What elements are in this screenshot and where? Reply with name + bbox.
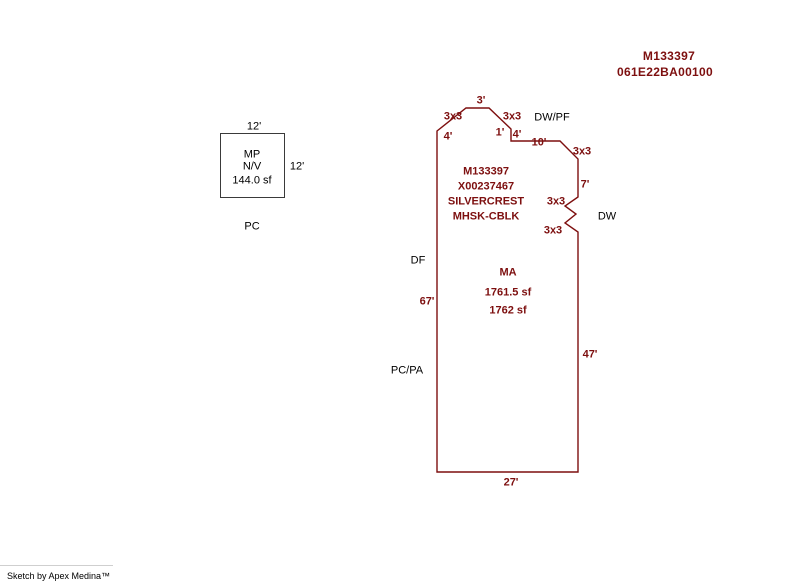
feature-df: DF — [410, 254, 426, 267]
dim-3x3-notch-top: 3x3 — [546, 195, 566, 208]
dim-3x3-top-left: 3x3 — [443, 110, 463, 123]
mp-dim-top: 12' — [246, 120, 262, 133]
dim-3x3-right-corner: 3x3 — [572, 145, 592, 158]
feature-pc-pa: PC/PA — [390, 364, 424, 377]
mp-value: N/V — [242, 160, 262, 173]
mp-name: MP — [243, 148, 261, 161]
mp-area: 144.0 sf — [232, 174, 272, 187]
dim-1ft-step: 1' — [495, 126, 505, 139]
mp-structure-outline — [220, 133, 285, 198]
dim-27ft-bottom: 27' — [503, 476, 519, 489]
feature-dw: DW — [597, 210, 617, 223]
footer-divider — [0, 565, 113, 566]
dim-3ft-top: 3' — [476, 94, 486, 107]
dim-3x3-top-right: 3x3 — [502, 110, 522, 123]
feature-dw-pf: DW/PF — [534, 111, 570, 124]
main-model: MHSK-CBLK — [452, 210, 520, 223]
main-id: M133397 — [463, 165, 509, 178]
dim-3x3-notch-bottom: 3x3 — [543, 224, 563, 237]
header-id-line2: 061E22BA00100 — [617, 65, 713, 79]
mp-dim-right: 12' — [289, 160, 305, 173]
main-make: SILVERCREST — [447, 195, 525, 208]
main-area-code: MA — [499, 266, 517, 279]
main-serial: X00237467 — [457, 180, 515, 193]
mp-site-label: PC — [244, 220, 260, 233]
dim-4ft-step: 4' — [512, 128, 522, 141]
main-structure-outline — [436, 107, 579, 473]
dim-47ft-right: 47' — [582, 348, 598, 361]
dim-67ft-left: 67' — [419, 295, 435, 308]
dim-7ft-right: 7' — [580, 178, 590, 191]
main-area-1: 1761.5 sf — [484, 286, 532, 299]
dim-4ft-left: 4' — [443, 130, 453, 143]
footer-credit: Sketch by Apex Medina™ — [7, 571, 111, 581]
header-id-line1: M133397 — [642, 49, 696, 63]
main-area-2: 1762 sf — [489, 304, 527, 317]
dim-10ft-top: 10' — [531, 136, 547, 149]
